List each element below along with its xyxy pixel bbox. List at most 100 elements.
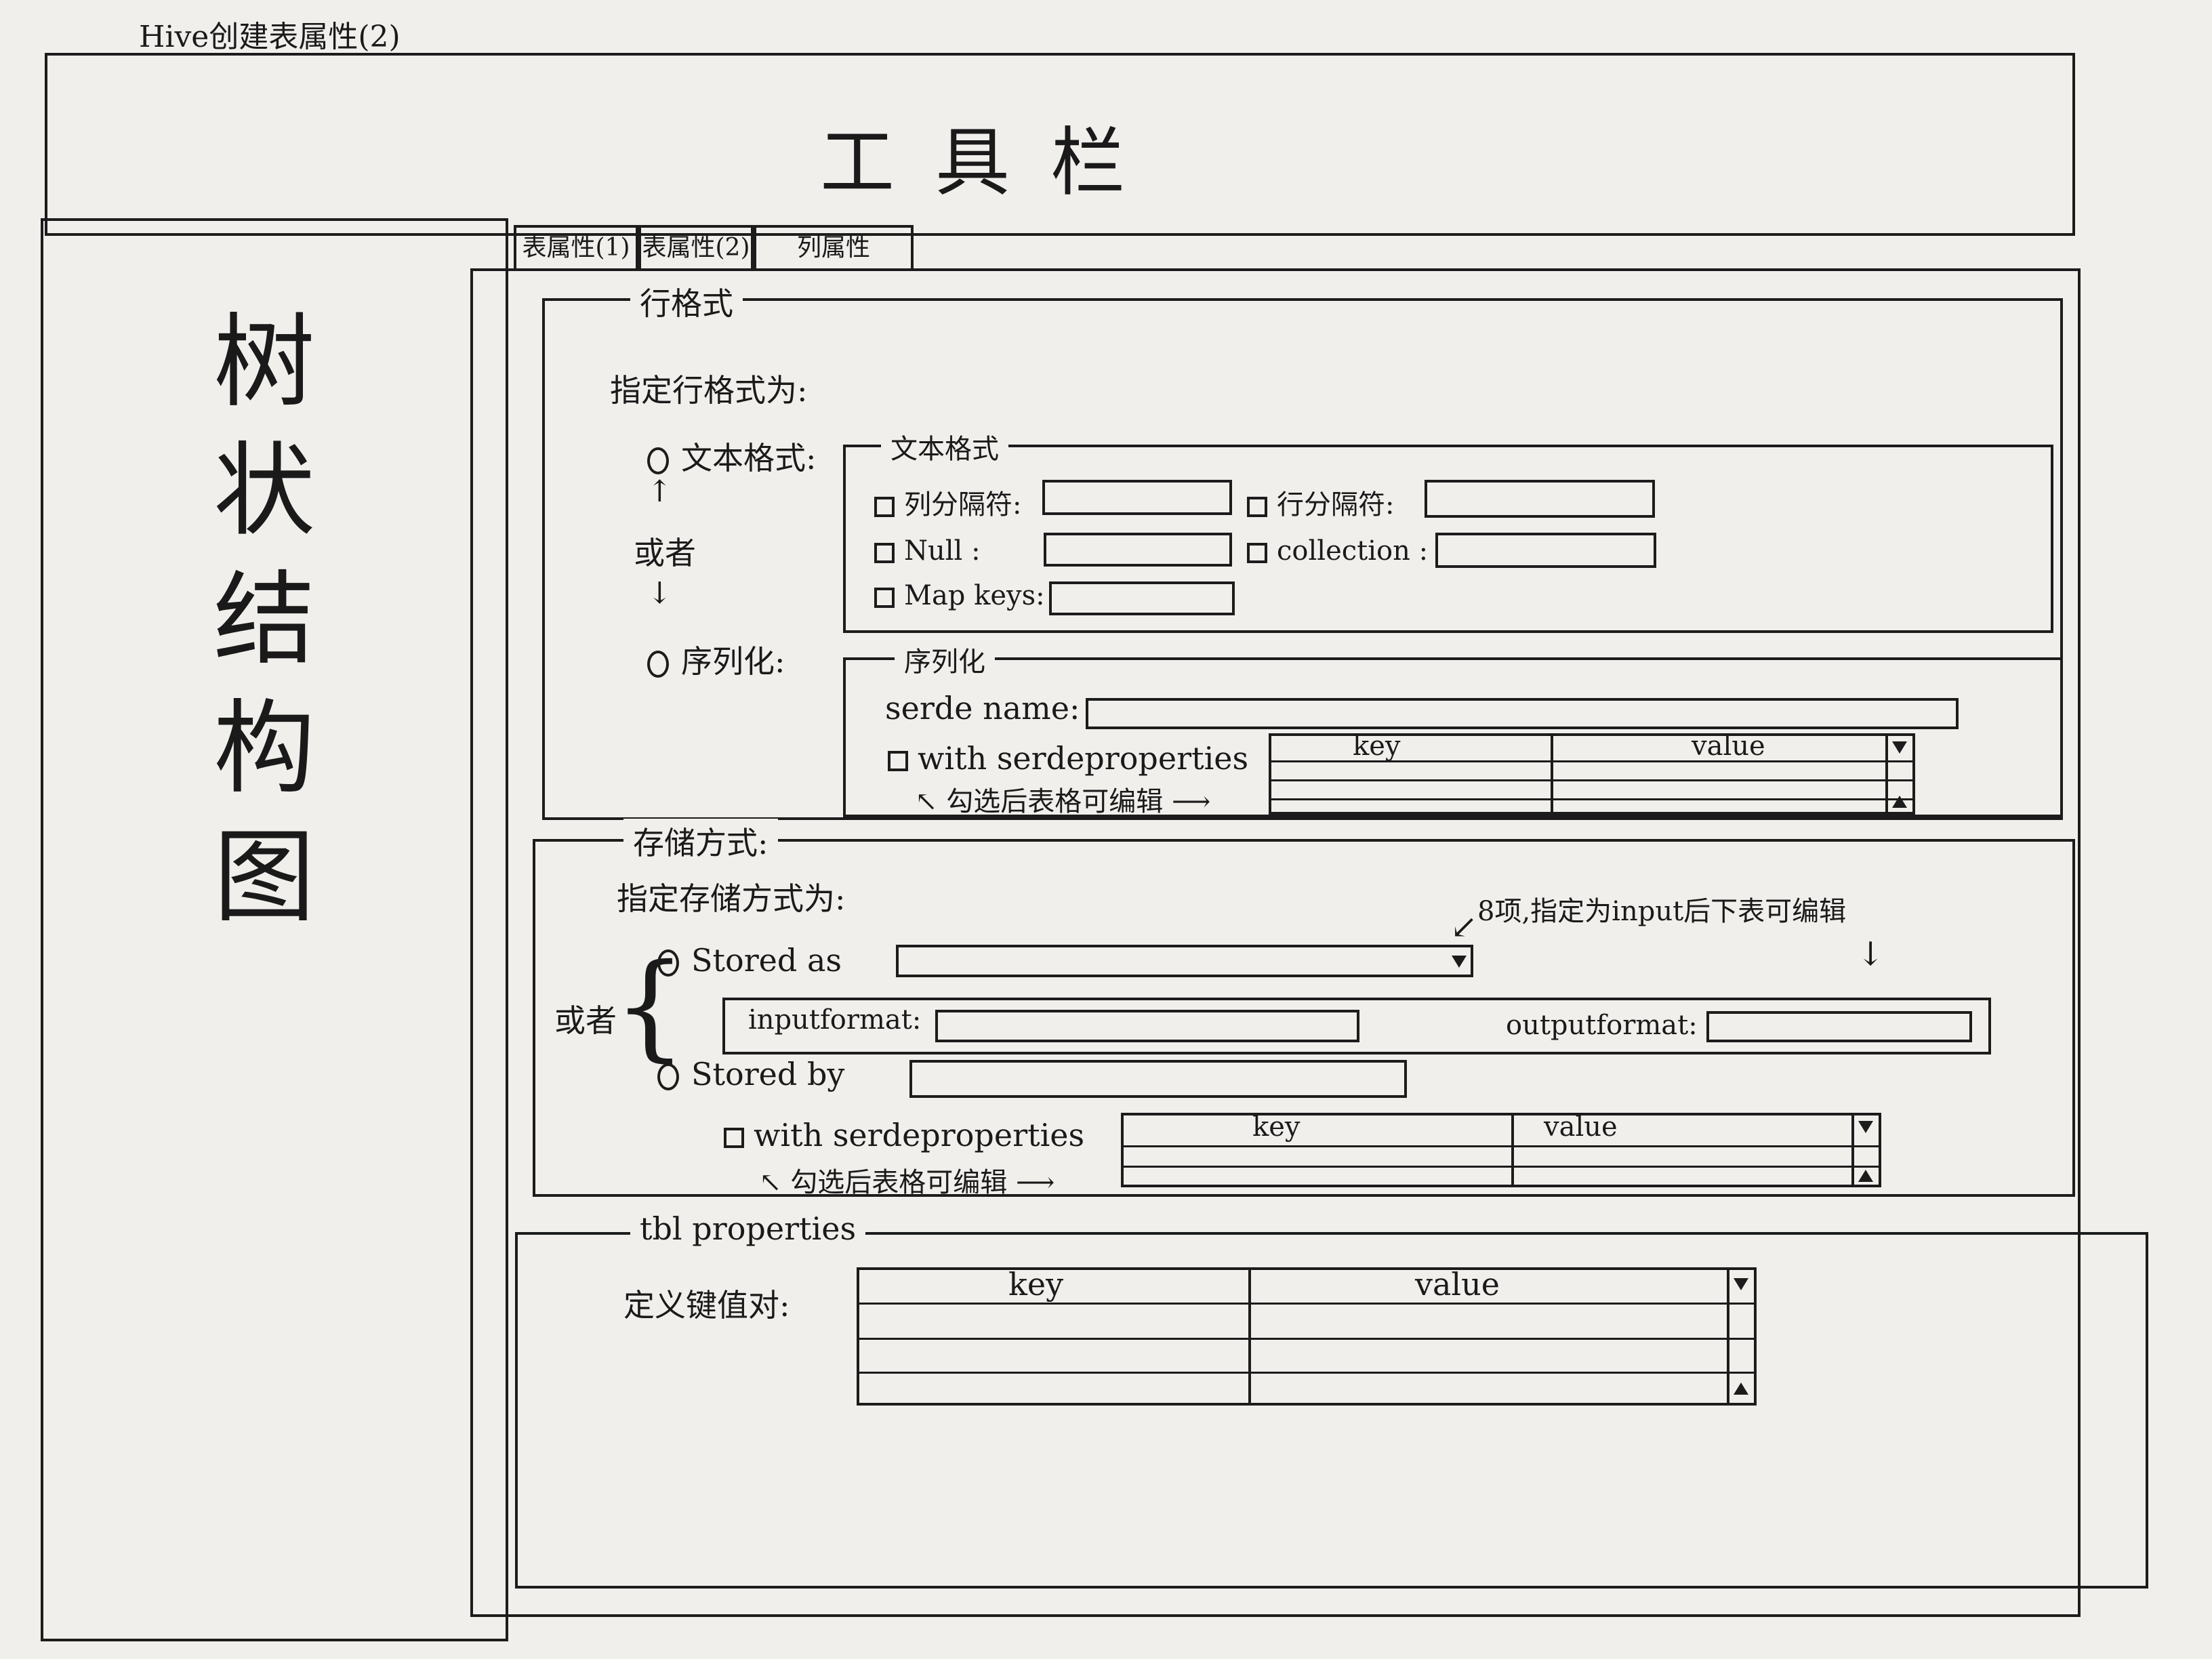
mapkeys-checkbox[interactable]: Map keys: (874, 580, 1045, 611)
collection-input[interactable] (1435, 533, 1656, 568)
radio-circle-icon (657, 1063, 679, 1090)
radio-circle-icon (657, 949, 679, 977)
storage-prompt: 指定存储方式为: (617, 880, 846, 917)
arrow-left-icon: ↖ (915, 786, 938, 817)
scroll-down-icon[interactable] (1734, 1278, 1748, 1290)
dropdown-arrow-icon[interactable] (1452, 956, 1467, 968)
storage-or-label: 或者 (554, 1002, 617, 1039)
field-delim-input[interactable] (1042, 480, 1232, 515)
table-header-key: key (1353, 731, 1401, 762)
line-delim-checkbox[interactable]: 行分隔符: (1247, 483, 1394, 522)
scroll-down-icon[interactable] (1858, 1121, 1873, 1133)
scroll-up-icon[interactable] (1734, 1382, 1748, 1395)
radio-stored-as[interactable]: Stored as (657, 942, 842, 979)
row-format-prompt: 指定行格式为: (610, 372, 808, 409)
radio-stored-by[interactable]: Stored by (657, 1056, 844, 1092)
tab-table-properties-2[interactable]: 表属性(2) (638, 225, 754, 270)
field-delim-checkbox[interactable]: 列分隔符: (874, 483, 1021, 522)
checkbox-icon (1247, 497, 1267, 517)
serde-note: ↖ 勾选后表格可编辑 ⟶ (915, 786, 1211, 817)
table-scrollbar[interactable] (1851, 1115, 1879, 1185)
table-header-value: value (1692, 731, 1765, 762)
stored-as-select[interactable] (896, 945, 1473, 977)
scroll-up-icon[interactable] (1858, 1170, 1873, 1182)
radio-circle-icon (647, 651, 669, 678)
storage-legend: 存储方式: (623, 819, 778, 863)
serde-properties-table[interactable]: key value (1269, 731, 1915, 815)
arrow-to-outputformat-icon: ↓ (1857, 935, 1885, 973)
row-format-legend: 行格式 (630, 279, 743, 324)
table-row[interactable] (1124, 1145, 1879, 1147)
arrow-left-icon: ↖ (759, 1167, 782, 1198)
sidebar-tree[interactable] (41, 218, 508, 1641)
table-column-divider (1248, 1270, 1251, 1403)
outputformat-label: outputformat: (1506, 1010, 1698, 1041)
toolbar (45, 53, 2075, 236)
or-label: 或者 (634, 535, 696, 571)
null-checkbox[interactable]: Null : (874, 535, 981, 567)
table-row[interactable] (1271, 798, 1912, 800)
checkbox-icon (1247, 543, 1267, 563)
serde-name-input[interactable] (1086, 698, 1959, 729)
table-row[interactable] (859, 1303, 1754, 1305)
checkbox-icon (874, 497, 895, 517)
tab-table-properties-1[interactable]: 表属性(1) (514, 225, 638, 270)
radio-serde[interactable]: 序列化: (647, 637, 785, 682)
row-format-group (542, 298, 2063, 820)
tbl-properties-legend: tbl properties (630, 1210, 866, 1247)
table-row[interactable] (859, 1338, 1754, 1340)
checkbox-icon (724, 1128, 744, 1148)
scroll-down-icon[interactable] (1892, 741, 1907, 754)
text-format-group (843, 445, 2053, 633)
table-header-key: key (1252, 1111, 1300, 1143)
storage-with-serdeproperties-checkbox[interactable]: with serdeproperties (724, 1117, 1084, 1153)
arrow-right-icon: ⟶ (1015, 1167, 1055, 1198)
checkbox-icon (888, 751, 908, 771)
arrow-down-icon: ↓ (647, 576, 672, 611)
table-row[interactable] (859, 1372, 1754, 1374)
storage-serdeproperties-table[interactable]: key value (1121, 1111, 1881, 1187)
table-row[interactable] (1271, 779, 1912, 781)
storage-note: ↖ 勾选后表格可编辑 ⟶ (759, 1167, 1055, 1198)
inputformat-label: inputformat: (748, 1004, 922, 1036)
serde-group (843, 657, 2063, 817)
table-scrollbar[interactable] (1727, 1270, 1754, 1403)
tbl-properties-group (515, 1232, 2148, 1589)
stored-as-note: 8项,指定为input后下表可编辑 (1477, 896, 1847, 927)
null-input[interactable] (1044, 533, 1232, 567)
table-row[interactable] (1124, 1166, 1879, 1168)
table-scrollbar[interactable] (1885, 736, 1912, 812)
toolbar-label: 工具栏 (820, 119, 1166, 206)
storage-group (533, 839, 2075, 1197)
arrow-right-icon: ⟶ (1171, 786, 1211, 817)
line-delim-input[interactable] (1425, 480, 1655, 518)
mapkeys-input[interactable] (1049, 581, 1235, 615)
tbl-properties-table[interactable]: key value (857, 1266, 1757, 1406)
tab-column-properties[interactable]: 列属性 (754, 225, 914, 270)
main-panel (470, 268, 2081, 1617)
table-header-value: value (1544, 1111, 1618, 1143)
arrow-up-icon: ↑ (647, 474, 672, 509)
serde-name-label: serde name: (885, 690, 1080, 726)
text-format-legend: 文本格式 (881, 427, 1008, 466)
table-column-divider (1511, 1115, 1514, 1185)
table-column-divider (1551, 736, 1553, 812)
with-serdeproperties-checkbox[interactable]: with serdeproperties (888, 740, 1248, 777)
radio-text-format[interactable]: 文本格式: (647, 434, 817, 478)
serde-legend: 序列化 (895, 640, 995, 679)
stored-by-input[interactable] (909, 1060, 1407, 1098)
window-title: Hive创建表属性(2) (139, 20, 401, 54)
outputformat-input[interactable] (1706, 1011, 1972, 1042)
inputformat-input[interactable] (935, 1010, 1359, 1042)
collection-checkbox[interactable]: collection : (1247, 535, 1428, 567)
define-kv-label: 定义键值对: (623, 1287, 790, 1324)
table-header-key: key (1008, 1266, 1064, 1303)
arrow-to-select-icon: ↙ (1450, 908, 1478, 946)
table-header-value: value (1415, 1266, 1500, 1303)
checkbox-icon (874, 543, 895, 563)
scroll-up-icon[interactable] (1892, 796, 1907, 808)
sidebar-label: 树状结构图 (213, 304, 315, 937)
checkbox-icon (874, 588, 895, 608)
radio-circle-icon (647, 447, 669, 474)
table-row[interactable] (1271, 760, 1912, 762)
